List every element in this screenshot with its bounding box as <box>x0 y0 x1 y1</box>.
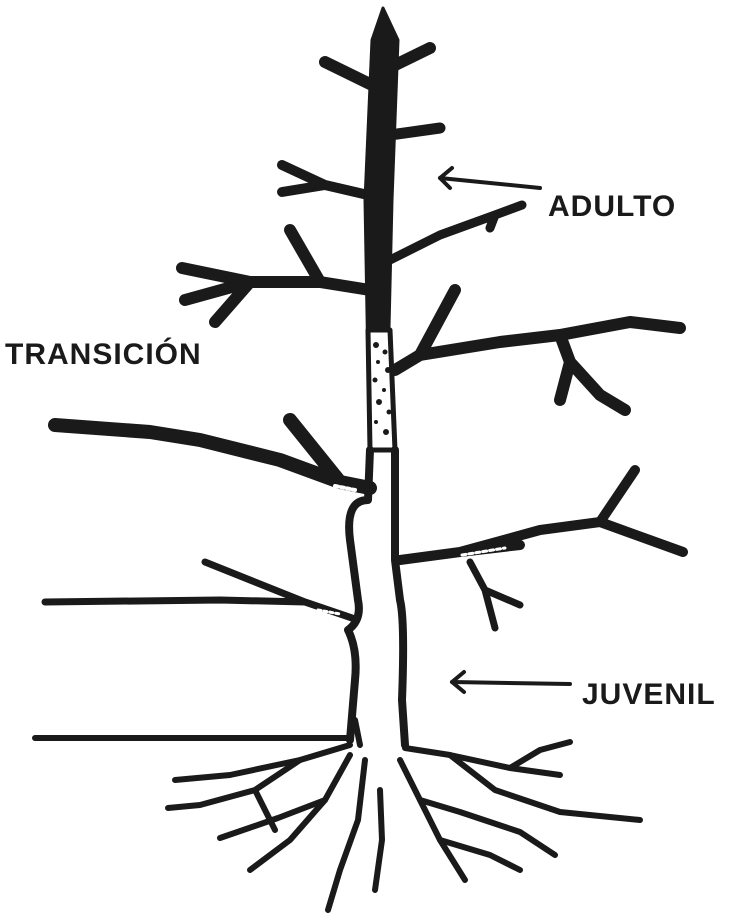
label-juvenile-phase: JUVENIL <box>582 678 716 712</box>
branch-right-adult <box>395 290 680 410</box>
arrow-juvenil <box>452 672 570 692</box>
label-adult-phase: ADULTO <box>548 190 676 224</box>
root-system <box>168 720 640 910</box>
trunk-juvenile-right-edge <box>395 450 405 745</box>
branch-right-juvenile-twig <box>470 562 520 628</box>
arrow-adulto <box>440 168 540 188</box>
branch-left-adult <box>182 230 370 322</box>
branch-upper-right <box>390 205 522 260</box>
trunk-transition <box>368 330 395 450</box>
branch-right-juvenile <box>400 470 683 560</box>
branch-left-transition <box>55 420 370 488</box>
branch-upper-left <box>282 165 368 195</box>
label-transition-phase: TRANSICIÓN <box>5 338 202 372</box>
branch-left-juvenile-1 <box>45 562 352 618</box>
branch-top-right-2 <box>390 128 440 135</box>
branch-top-left-1 <box>325 62 372 85</box>
